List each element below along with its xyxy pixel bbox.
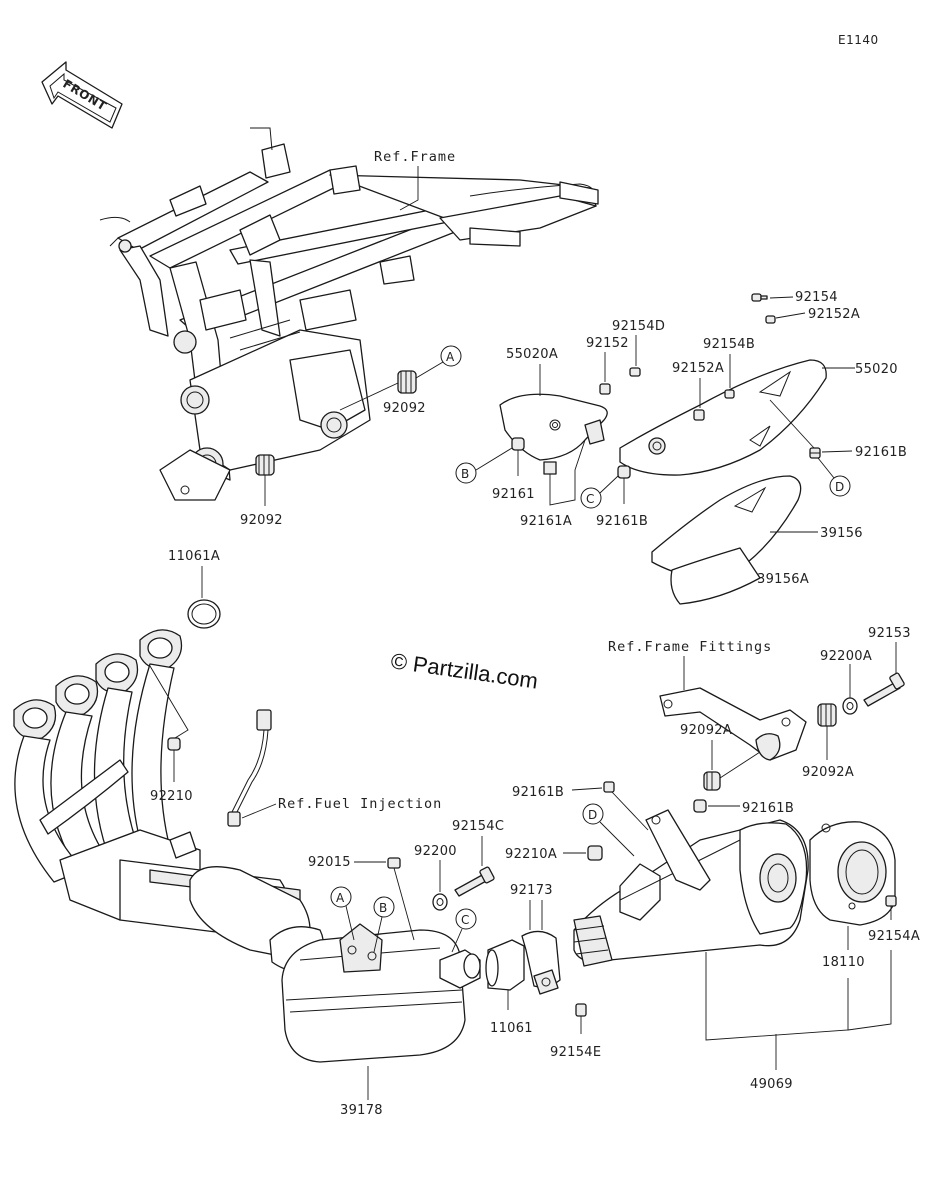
callout-d-muffler: D <box>582 803 604 825</box>
bolt-92154a <box>885 895 897 907</box>
part-number-92154a: 92154A <box>868 929 920 944</box>
svg-text:D: D <box>835 480 844 494</box>
heat-guard-55020a <box>499 393 608 461</box>
part-number-92015: 92015 <box>308 855 351 870</box>
o2-sensor <box>227 709 272 827</box>
part-number-92200a: 92200A <box>820 649 872 664</box>
part-number-92161b-right2: 92161B <box>742 801 794 816</box>
part-number-92210a: 92210A <box>505 847 557 862</box>
washer-92200 <box>432 893 448 911</box>
nut-92210 <box>167 737 181 751</box>
collar-92152a-mid <box>693 409 705 421</box>
heat-guard-55020 <box>619 359 827 476</box>
grommet-92161 <box>511 437 525 451</box>
gasket-11061 <box>485 939 525 991</box>
part-number-55020a: 55020A <box>506 347 558 362</box>
part-number-92161a: 92161A <box>520 514 572 529</box>
gasket-11061a <box>187 599 221 629</box>
callout-a-frame: A <box>440 345 462 367</box>
front-arrow-icon: FRONT <box>41 61 123 129</box>
svg-text:B: B <box>461 467 469 481</box>
part-number-92154: 92154 <box>795 290 838 305</box>
grommet-92161b-mid <box>617 465 631 479</box>
svg-text:A: A <box>446 350 455 364</box>
callout-b-silencer: B <box>373 896 395 918</box>
heat-guard-39156a <box>670 547 761 605</box>
callout-a-silencer: A <box>330 886 352 908</box>
part-number-55020: 55020 <box>855 362 898 377</box>
svg-text:C: C <box>461 913 469 927</box>
grommet-92161b-right <box>809 447 821 459</box>
frame-assembly <box>99 127 599 501</box>
grommet-92092-upper <box>397 370 417 394</box>
part-number-92161: 92161 <box>492 487 535 502</box>
part-number-92173: 92173 <box>510 883 553 898</box>
end-cap-18110 <box>809 821 896 926</box>
part-number-39178: 39178 <box>340 1103 383 1118</box>
svg-text:C: C <box>586 492 594 506</box>
bolt-92154d <box>629 367 641 377</box>
part-number-92161b-left: 92161B <box>512 785 564 800</box>
collar-92152 <box>599 383 611 395</box>
part-number-92154d: 92154D <box>612 319 665 334</box>
callout-c-guard: C <box>580 487 602 509</box>
part-number-92092a-left: 92092A <box>680 723 732 738</box>
watermark: © Partzilla.com <box>389 648 539 693</box>
ref-fuel-injection-label: Ref.Fuel Injection <box>278 796 442 812</box>
part-number-92161b-mid: 92161B <box>596 514 648 529</box>
grommet-92161b-right2 <box>693 799 707 813</box>
part-number-92092-lower: 92092 <box>240 513 283 528</box>
part-number-92200: 92200 <box>414 844 457 859</box>
muffler-49069 <box>573 809 809 967</box>
part-number-92210: 92210 <box>150 789 193 804</box>
grommet-92161b-left <box>603 781 615 793</box>
bolt-92153 <box>863 672 905 707</box>
svg-text:B: B <box>379 901 387 915</box>
part-number-92092a-right: 92092A <box>802 765 854 780</box>
part-number-92152: 92152 <box>586 336 629 351</box>
callout-b-guard: B <box>455 462 477 484</box>
part-number-39156: 39156 <box>820 526 863 541</box>
bolt-92154 <box>751 293 768 302</box>
collar-92152a-top <box>765 315 776 324</box>
frame-fittings-bracket <box>659 687 807 761</box>
bolt-92154b <box>724 389 735 399</box>
part-number-92154e: 92154E <box>550 1045 601 1060</box>
pre-chamber-39178 <box>281 923 481 1063</box>
svg-text:© Partzilla.com: © Partzilla.com <box>389 648 539 693</box>
callout-c-silencer: C <box>455 908 477 930</box>
part-number-11061: 11061 <box>490 1021 533 1036</box>
nut-92015 <box>387 857 401 869</box>
part-number-92161b-right: 92161B <box>855 445 907 460</box>
diagram-code: E1140 <box>838 33 879 47</box>
washer-92200a <box>842 697 858 715</box>
clamp-92173 <box>521 930 561 995</box>
clip-92161a <box>543 461 557 475</box>
svg-text:D: D <box>588 808 597 822</box>
part-number-39156a: 39156A <box>757 572 809 587</box>
nut-92210a <box>587 845 603 861</box>
part-number-92154b: 92154B <box>703 337 755 352</box>
part-number-92153: 92153 <box>868 626 911 641</box>
part-number-92152a-top: 92152A <box>808 307 860 322</box>
part-number-92154c: 92154C <box>452 819 504 834</box>
grommet-92092a-right <box>817 703 837 727</box>
part-number-49069: 49069 <box>750 1077 793 1092</box>
grommet-92092a-left <box>703 771 721 791</box>
bolt-92154e <box>575 1003 587 1017</box>
ref-frame-fittings-label: Ref.Frame Fittings <box>608 639 772 655</box>
part-number-92152a-mid: 92152A <box>672 361 724 376</box>
svg-text:A: A <box>336 891 345 905</box>
ref-frame-label: Ref.Frame <box>374 149 456 165</box>
callout-d-guard: D <box>829 475 851 497</box>
part-number-11061a: 11061A <box>168 549 220 564</box>
part-number-18110: 18110 <box>822 955 865 970</box>
part-number-92092-upper: 92092 <box>383 401 426 416</box>
grommet-92092-lower <box>255 454 275 476</box>
bolt-92154c <box>454 866 495 897</box>
exhaust-header-pipes <box>13 629 324 973</box>
